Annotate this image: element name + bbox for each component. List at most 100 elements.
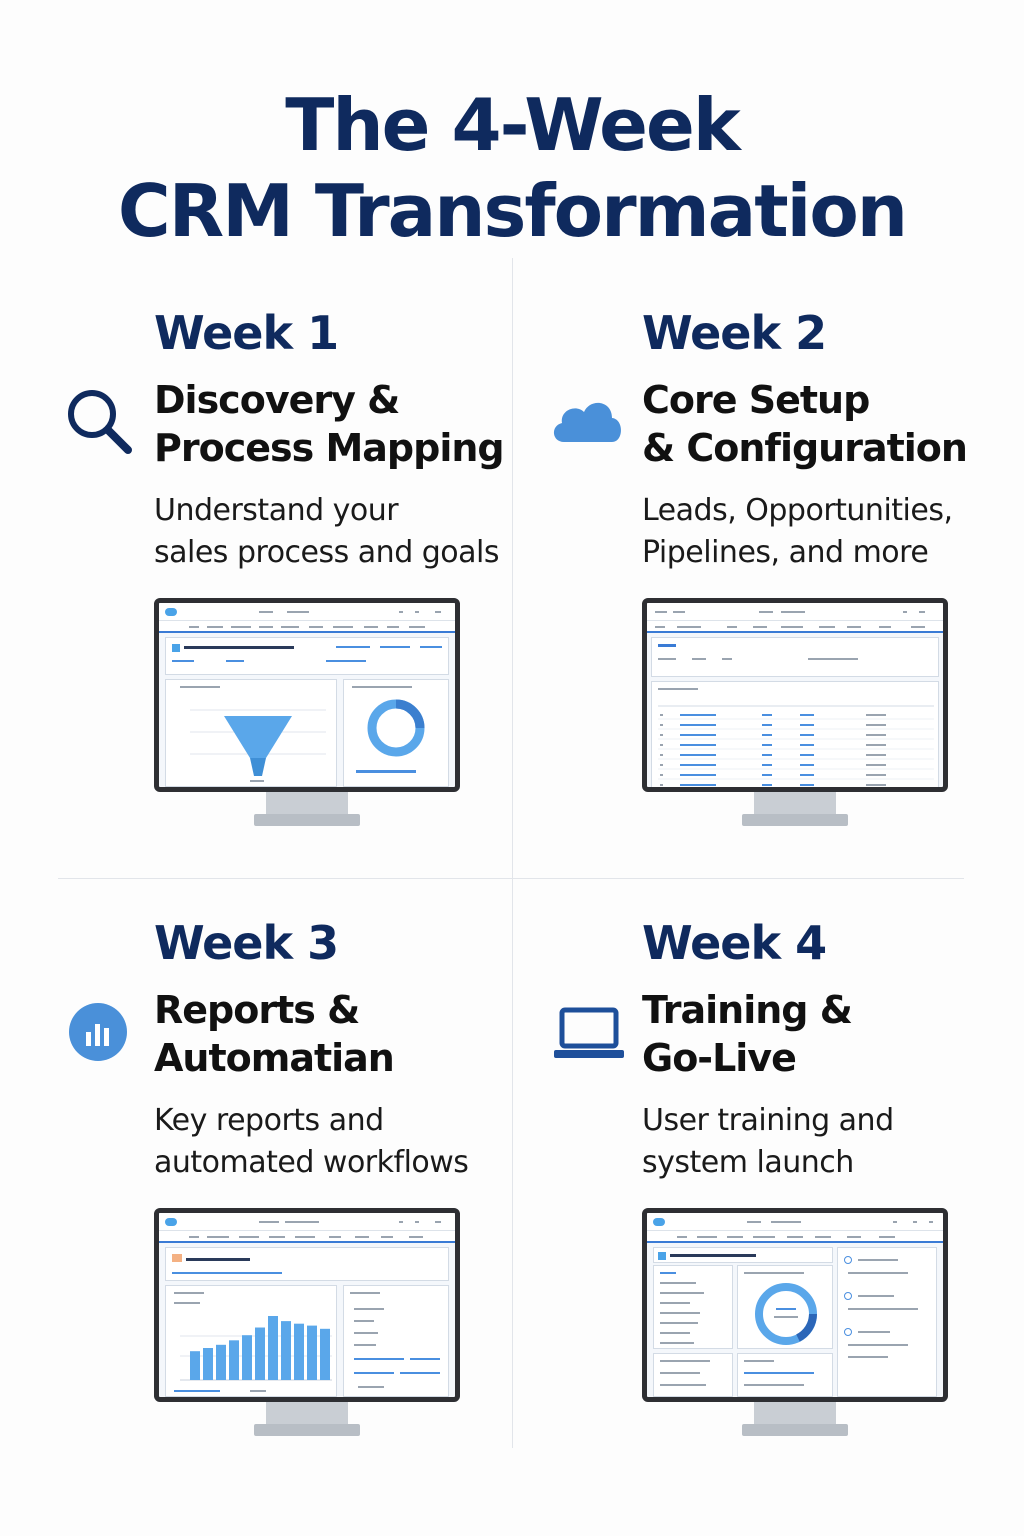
table-cell-line [866, 764, 886, 766]
monitor-screen [154, 1208, 460, 1402]
phase-line-1: Discovery & [154, 378, 400, 422]
bar-chart-icon [60, 992, 140, 1072]
table-cell-line [680, 724, 716, 726]
chart-bar [307, 1325, 317, 1380]
chart-bar [203, 1348, 213, 1380]
week-3-card: Week 3 Reports & Automatian Key reports … [40, 910, 520, 1490]
table-cell-line [762, 754, 772, 756]
table-cell-line [800, 744, 814, 746]
monitor-base [742, 1424, 848, 1436]
table-cell-line [680, 734, 716, 736]
table-cell-line [866, 714, 886, 716]
monitor-neck [266, 792, 348, 816]
table-cell-line [660, 714, 663, 716]
table-cell-line [680, 774, 716, 776]
bar-chart-panel [165, 1285, 337, 1397]
table-cell-line [800, 734, 814, 736]
desc-line-2: Pipelines, and more [642, 535, 929, 570]
table-cell-line [680, 764, 716, 766]
desc-line-2: automated workflows [154, 1145, 469, 1180]
table-cell-line [800, 774, 814, 776]
desc-line-1: Understand your [154, 493, 399, 528]
phase-line-1: Training & [642, 988, 853, 1032]
horizontal-divider [58, 878, 964, 879]
monitor-dashboard-funnel [154, 598, 460, 833]
monitor-bar-report [154, 1208, 460, 1443]
cloud-icon [548, 382, 628, 462]
phase-line-2: Process Mapping [154, 426, 505, 470]
monitor-table-list [642, 598, 948, 833]
phase-line-2: Go-Live [642, 1036, 797, 1080]
table-cell-line [762, 764, 772, 766]
phase-line-1: Reports & [154, 988, 360, 1032]
chart-bar [255, 1327, 265, 1380]
table-cell-line [660, 724, 663, 726]
table-cell-line [866, 724, 886, 726]
monitor-screen [154, 598, 460, 792]
desc-line-2: system launch [642, 1145, 854, 1180]
table-cell-line [866, 754, 886, 756]
chart-bar [242, 1335, 252, 1380]
table-cell-line [680, 754, 716, 756]
week-label: Week 3 [154, 916, 339, 970]
week-label: Week 2 [642, 306, 827, 360]
table-cell-line [800, 784, 814, 786]
monitor-screen [642, 1208, 948, 1402]
monitor-training-dashboard [642, 1208, 948, 1443]
title-line-2: CRM Transformation [117, 169, 908, 253]
table-cell-line [680, 714, 716, 716]
table-cell-line [660, 764, 663, 766]
vertical-divider [512, 258, 513, 1448]
table-cell-line [800, 764, 814, 766]
table-cell-line [660, 754, 663, 756]
table-cell-line [762, 714, 772, 716]
phase-title: Training & Go-Live [642, 986, 1022, 1082]
table-cell-line [800, 714, 814, 716]
table-cell-line [660, 744, 663, 746]
week-2-card: Week 2 Core Setup & Configuration Leads,… [528, 300, 1008, 880]
table-cell-line [660, 734, 663, 736]
table-cell-line [680, 784, 716, 786]
monitor-screen [642, 598, 948, 792]
table-cell-line [762, 724, 772, 726]
page-title: The 4-Week CRM Transformation [0, 82, 1024, 254]
magnifier-icon [60, 382, 140, 462]
desc-line-1: Leads, Opportunities, [642, 493, 953, 528]
chart-bar [268, 1316, 278, 1380]
table-cell-line [866, 774, 886, 776]
week-label: Week 1 [154, 306, 339, 360]
chart-bar [190, 1351, 200, 1380]
table-cell-line [866, 734, 886, 736]
week-1-card: Week 1 Discovery & Process Mapping Under… [40, 300, 520, 880]
chart-bar [281, 1321, 291, 1380]
week-4-card: Week 4 Training & Go-Live User training … [528, 910, 1008, 1490]
table-cell-line [660, 774, 663, 776]
monitor-base [254, 814, 360, 826]
table-cell-line [762, 734, 772, 736]
chart-bar [229, 1340, 239, 1380]
table-cell-line [762, 744, 772, 746]
table-cell-line [680, 744, 716, 746]
records-table [651, 681, 939, 787]
desc-line-1: User training and [642, 1103, 894, 1138]
chart-bar [216, 1344, 226, 1380]
table-cell-line [866, 784, 886, 786]
monitor-neck [754, 792, 836, 816]
phase-title: Discovery & Process Mapping [154, 376, 534, 472]
phase-description: Understand your sales process and goals [154, 490, 534, 574]
table-cell-line [800, 754, 814, 756]
monitor-neck [754, 1402, 836, 1426]
bar-chart [180, 1316, 332, 1381]
phase-title: Reports & Automatian [154, 986, 534, 1082]
table-cell-line [866, 744, 886, 746]
table-cell-line [800, 724, 814, 726]
table-cell-line [762, 774, 772, 776]
phase-title: Core Setup & Configuration [642, 376, 1022, 472]
phase-description: Key reports and automated workflows [154, 1100, 534, 1184]
desc-line-2: sales process and goals [154, 535, 500, 570]
monitor-base [254, 1424, 360, 1436]
week-label: Week 4 [642, 916, 827, 970]
desc-line-1: Key reports and [154, 1103, 384, 1138]
phase-description: Leads, Opportunities, Pipelines, and mor… [642, 490, 1022, 574]
phase-line-2: Automatian [154, 1036, 395, 1080]
